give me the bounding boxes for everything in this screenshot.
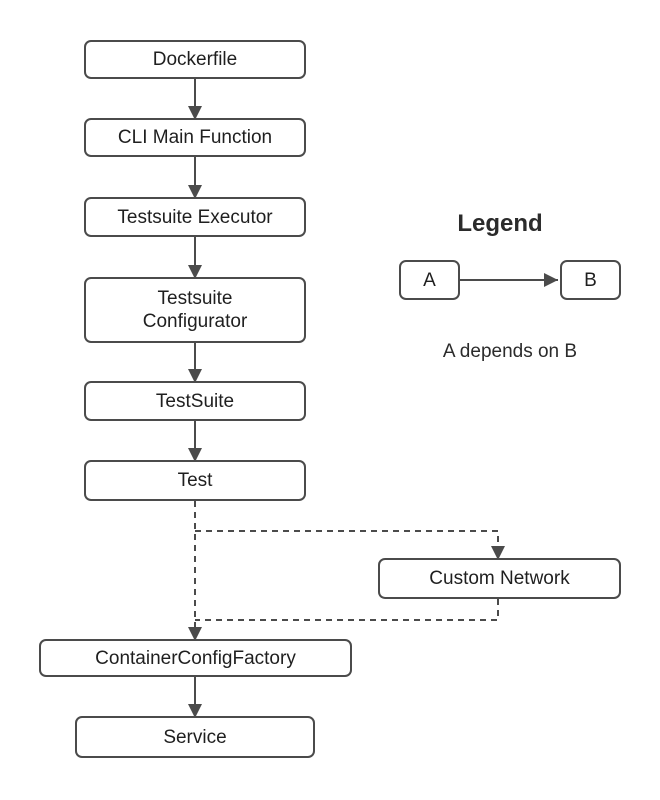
- legend-caption: A depends on B: [442, 341, 578, 362]
- legend-title: Legend: [457, 210, 543, 237]
- edge-test-customnetwork: [195, 530, 505, 560]
- legend-node-a: A: [399, 260, 460, 300]
- node-testsuite-executor: Testsuite Executor: [84, 197, 306, 237]
- node-service: Service: [75, 716, 315, 758]
- edge-customnetwork-containerconfigfactory: [195, 599, 499, 621]
- node-container-config-factory: ContainerConfigFactory: [39, 639, 352, 677]
- node-testsuite-configurator: Testsuite Configurator: [84, 277, 306, 343]
- node-cli-main-function: CLI Main Function: [84, 118, 306, 157]
- node-testsuite: TestSuite: [84, 381, 306, 421]
- node-custom-network: Custom Network: [378, 558, 621, 599]
- node-dockerfile: Dockerfile: [84, 40, 306, 79]
- node-test: Test: [84, 460, 306, 501]
- legend-node-b: B: [560, 260, 621, 300]
